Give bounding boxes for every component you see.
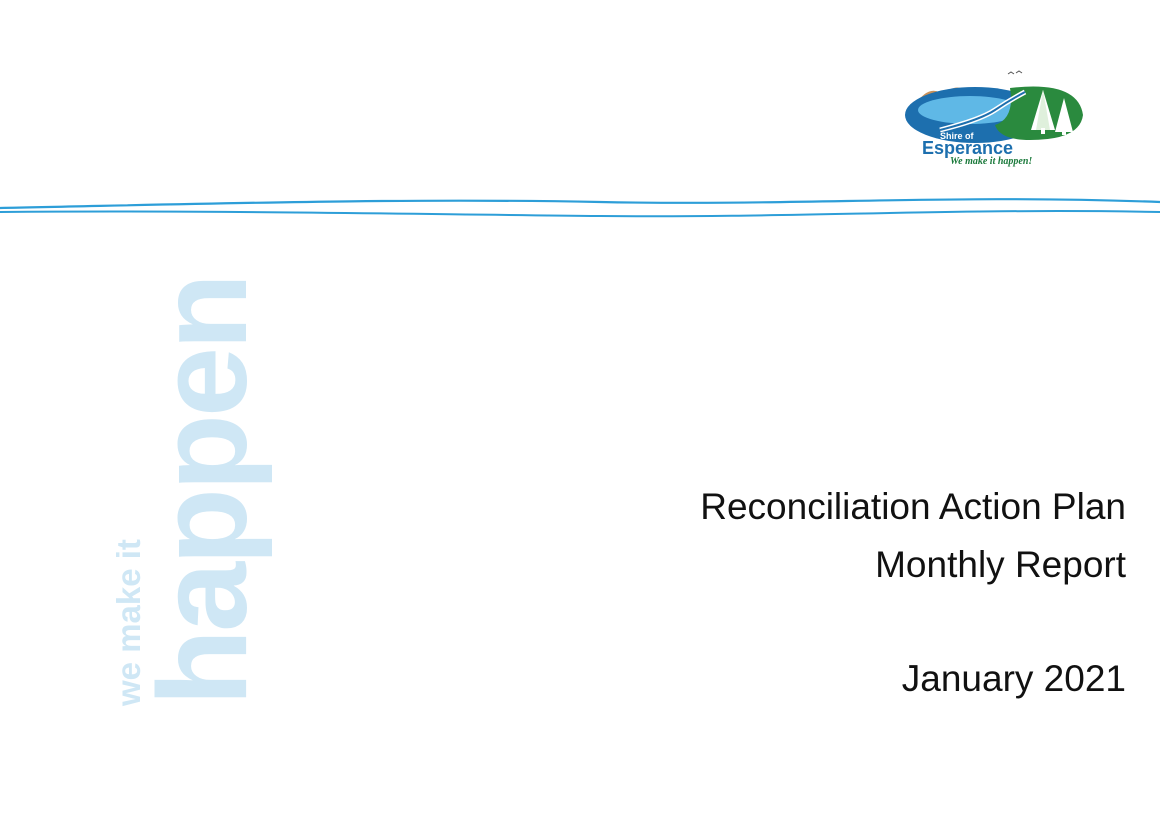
report-title-block: Reconciliation Action Plan Monthly Repor… bbox=[526, 478, 1126, 708]
watermark-big-text: happen bbox=[132, 275, 273, 706]
logo-name: Esperance bbox=[922, 138, 1014, 158]
logo-shire-label: Shire of bbox=[940, 131, 974, 141]
logo-tagline: We make it happen! bbox=[950, 156, 1033, 167]
shire-of-esperance-logo: Shire of Esperance We make it happen! bbox=[900, 70, 1090, 185]
shire-of-esperance-logo-icon bbox=[905, 70, 1083, 143]
we-make-it-happen-watermark: we make it happen bbox=[110, 236, 273, 706]
report-subtitle: Monthly Report bbox=[875, 544, 1126, 585]
report-title: Reconciliation Action Plan bbox=[700, 486, 1126, 527]
wavy-divider bbox=[0, 198, 1160, 218]
report-date: January 2021 bbox=[901, 658, 1126, 699]
